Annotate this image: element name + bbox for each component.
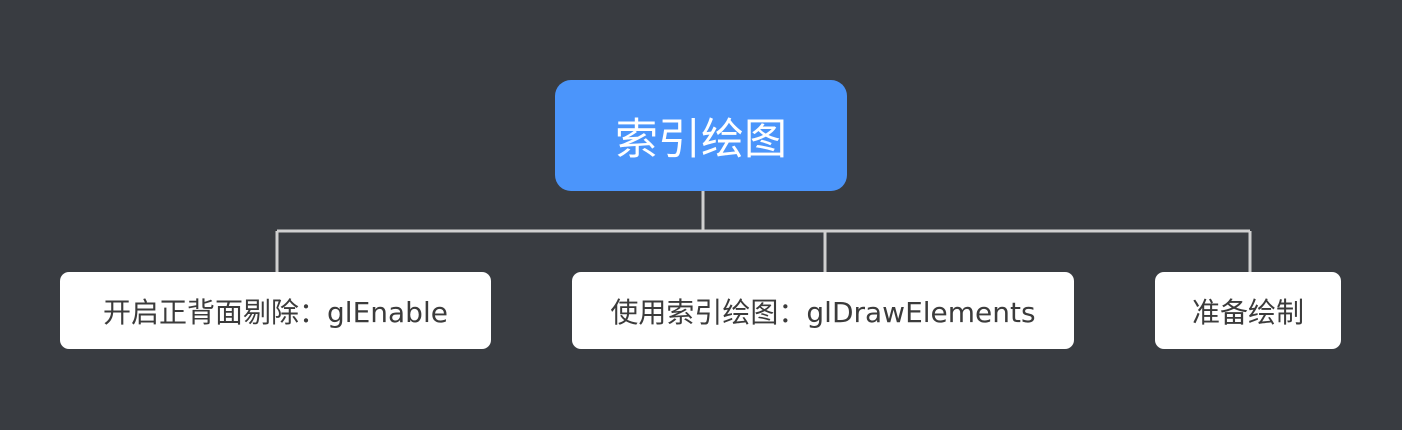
child-node-enable-culling[interactable]: 开启正背面剔除：glEnable	[60, 272, 491, 349]
child-node-prepare-draw[interactable]: 准备绘制	[1155, 272, 1341, 349]
child-node-label: 开启正背面剔除：glEnable	[103, 295, 448, 329]
root-node-label: 索引绘图	[615, 114, 787, 165]
root-node[interactable]: 索引绘图	[555, 80, 847, 191]
child-node-draw-elements[interactable]: 使用索引绘图：glDrawElements	[572, 272, 1074, 349]
child-node-label: 准备绘制	[1191, 295, 1304, 329]
child-node-label: 使用索引绘图：glDrawElements	[610, 295, 1036, 329]
